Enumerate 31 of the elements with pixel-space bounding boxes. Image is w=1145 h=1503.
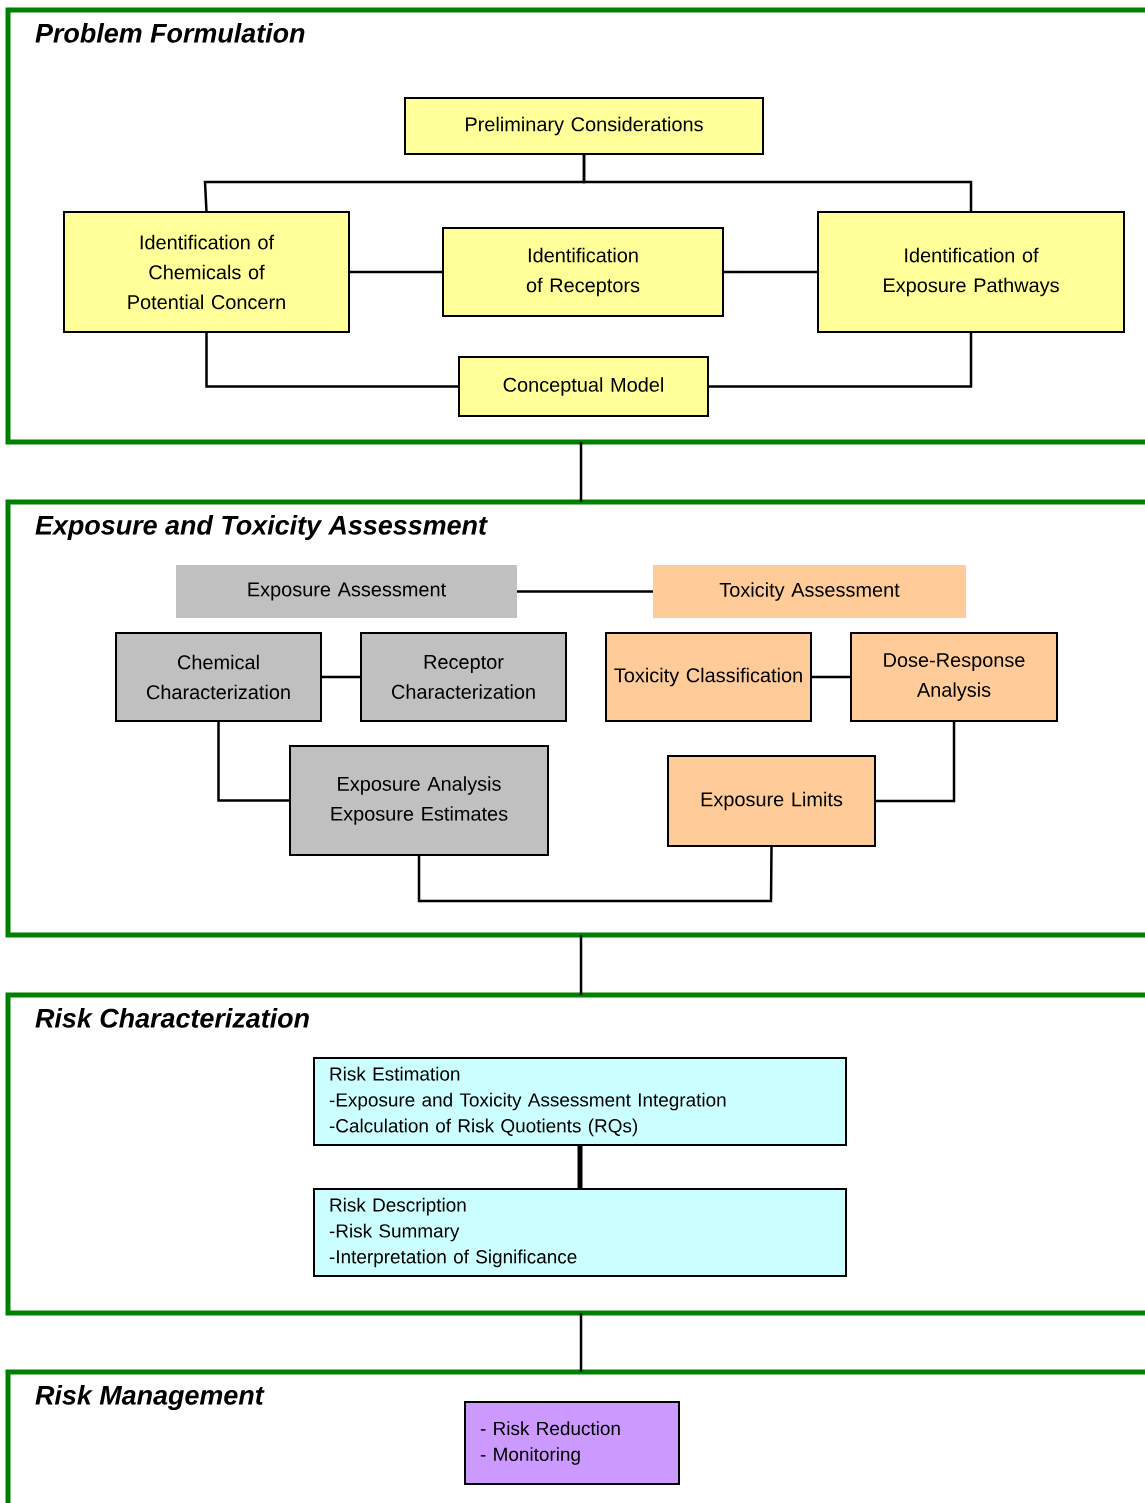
group-header: Toxicity Assessment (653, 565, 966, 618)
connector-line (708, 332, 973, 388)
process-box: Exposure Limits (667, 755, 876, 847)
connector-line (579, 935, 583, 995)
process-box: Conceptual Model (458, 356, 709, 417)
connector-line (517, 590, 653, 593)
process-box: Toxicity Classification (605, 632, 812, 722)
connector-line (217, 721, 290, 802)
process-box: Identification of Exposure Pathways (817, 211, 1125, 333)
connector-line (811, 675, 851, 679)
process-box: Chemical Characterization (115, 632, 322, 722)
connector-line (723, 270, 818, 274)
process-box: Receptor Characterization (360, 632, 567, 722)
connector-line (349, 270, 443, 274)
process-box: Identification of Chemicals of Potential Concern (63, 211, 350, 333)
connector-line (205, 332, 459, 388)
process-box: Risk Description -Risk Summary -Interpretation of Significance (313, 1188, 847, 1277)
process-box: - Risk Reduction - Monitoring (464, 1401, 680, 1485)
process-box: Preliminary Considerations (404, 97, 764, 155)
connector-line (579, 442, 583, 502)
connector-line (417, 846, 773, 903)
connector-line (577, 1145, 583, 1189)
connector-line (321, 675, 361, 679)
process-box: Exposure Analysis Exposure Estimates (289, 745, 549, 856)
connector-line (579, 1313, 583, 1372)
connector-line (875, 721, 956, 803)
process-box: Dose-Response Analysis (850, 632, 1058, 722)
connector-line (582, 154, 973, 212)
group-header: Exposure Assessment (176, 565, 517, 618)
process-box: Risk Estimation -Exposure and Toxicity Assessment Integration -Calculation of Risk Quotients (RQs) (313, 1057, 847, 1146)
process-box: Identification of Receptors (442, 227, 724, 317)
